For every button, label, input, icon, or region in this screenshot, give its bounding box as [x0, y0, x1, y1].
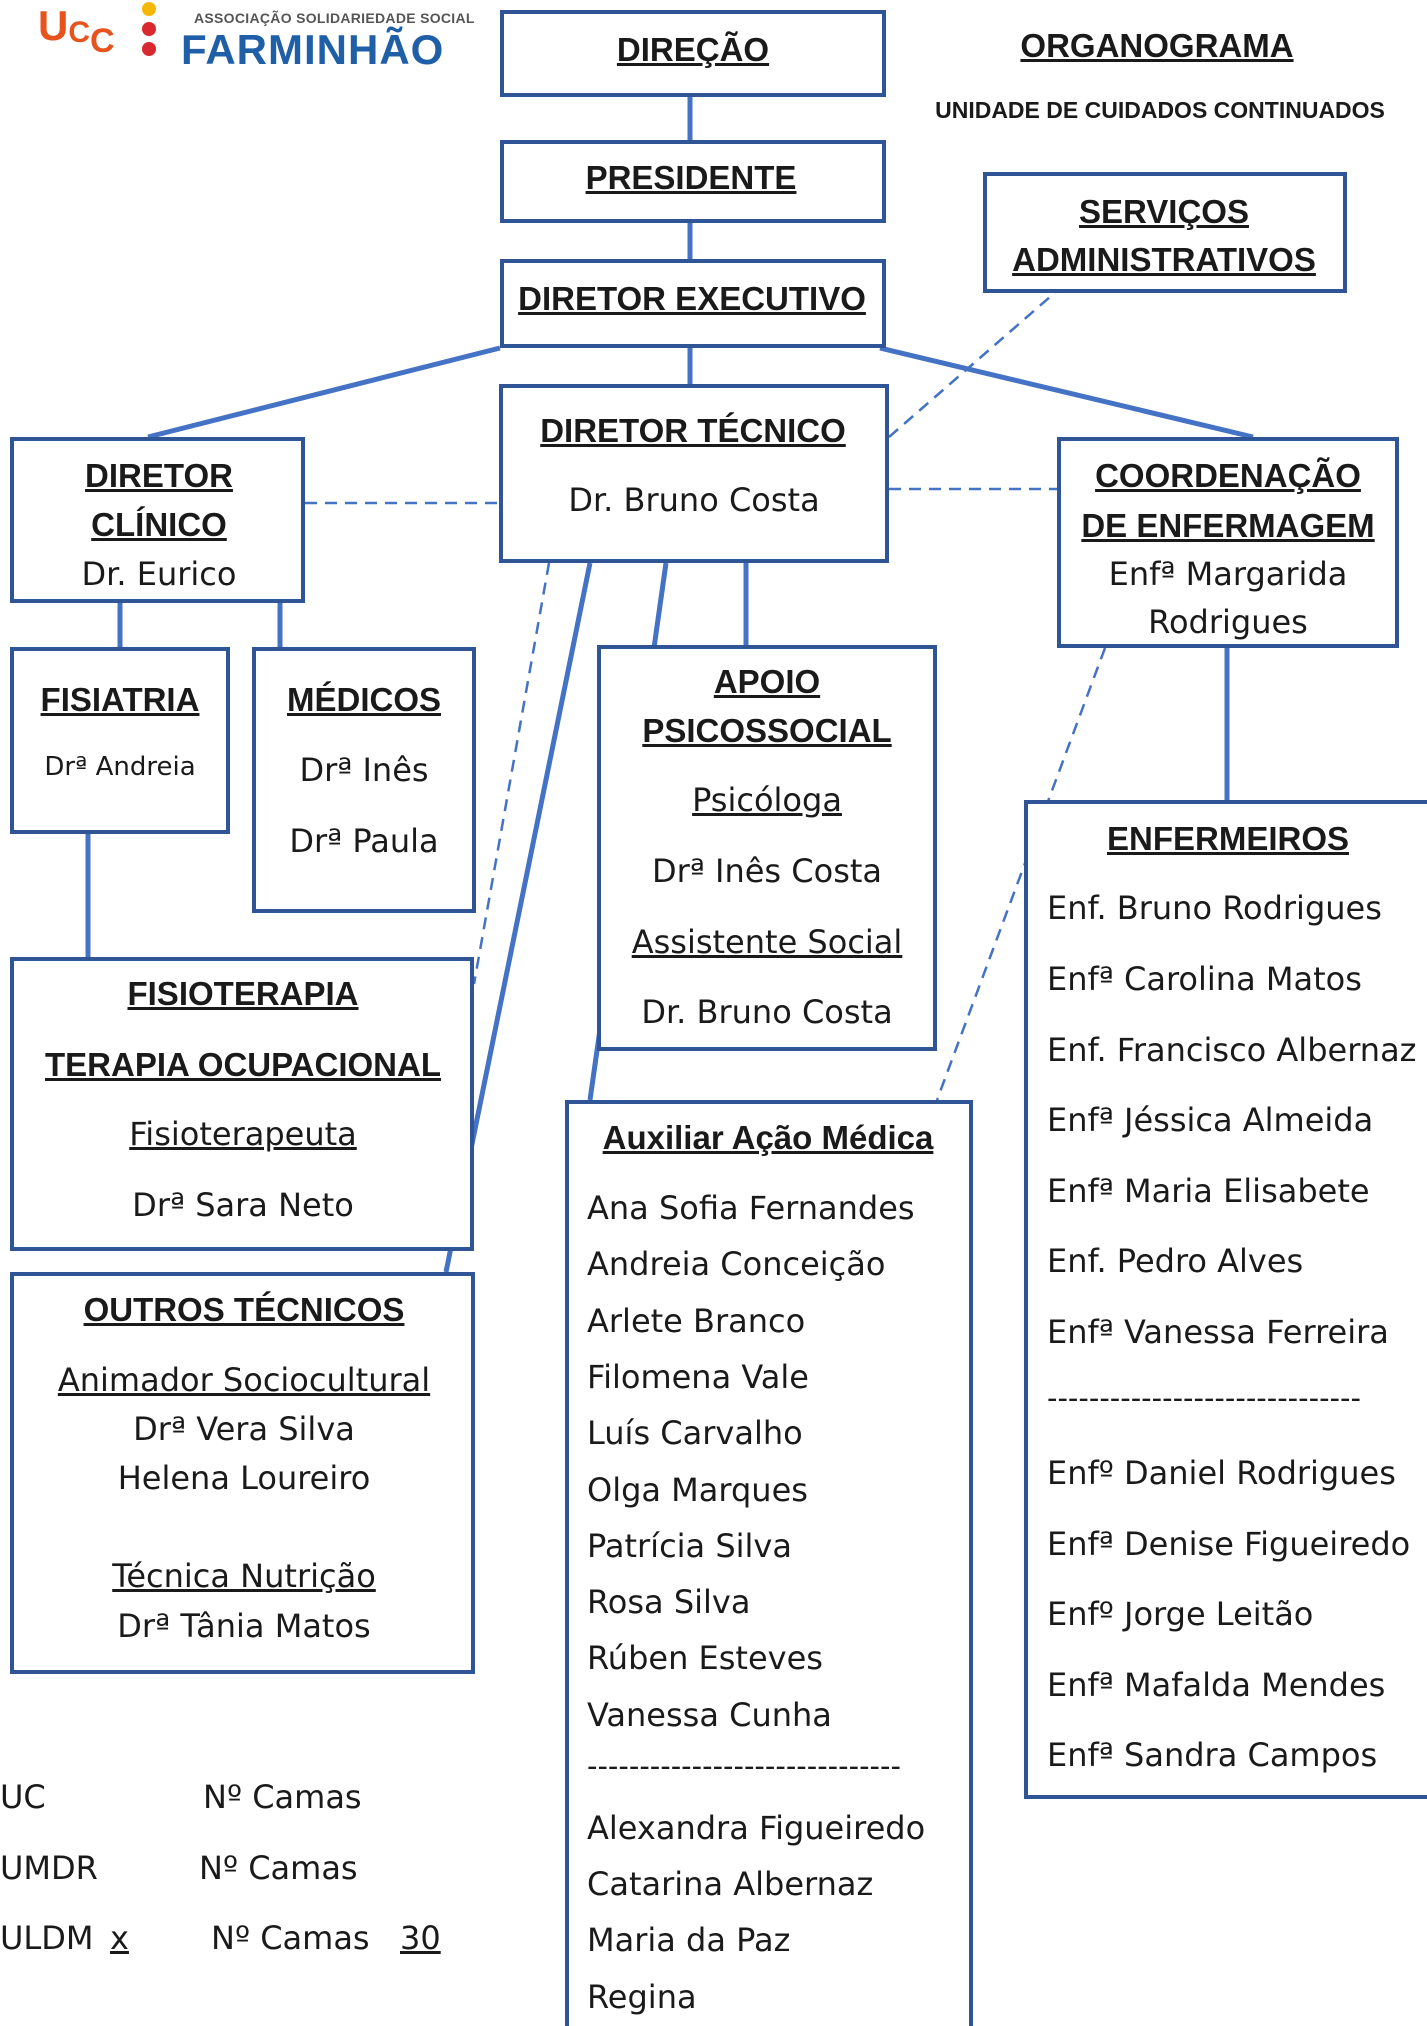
- page-title: ORGANOGRAMA: [1020, 27, 1294, 64]
- apoio-role-1: Psicóloga: [692, 781, 842, 819]
- camas-unit: UC: [0, 1778, 46, 1816]
- auxiliar-item: Rúben Esteves: [587, 1639, 823, 1677]
- auxiliar-item: Olga Marques: [587, 1471, 808, 1509]
- box-presidente: [500, 140, 886, 223]
- box-diretor-executivo: [500, 259, 886, 348]
- dash-tecnico-fisioterapia: [472, 562, 551, 985]
- enfermeiro-item: Enfº Jorge Leitão: [1047, 1595, 1314, 1633]
- dash-tecnico-admin: [888, 289, 1059, 438]
- outros-name-1: Drª Vera Silva: [133, 1410, 355, 1448]
- box-direcao: [500, 10, 886, 97]
- auxiliar-item: Patrícia Silva: [587, 1527, 792, 1565]
- logo-name: FARMINHÃO: [181, 26, 445, 73]
- camas-label: Nº Camas: [203, 1778, 362, 1816]
- enfermeiro-item: Enfº Daniel Rodrigues: [1047, 1454, 1396, 1492]
- enfermeiros-separator: ------------------------------: [1047, 1381, 1361, 1415]
- enfermeiro-item: Enfª Jéssica Almeida: [1047, 1101, 1374, 1139]
- fisioterapia-name: Drª Sara Neto: [132, 1186, 354, 1224]
- box-diretor-clinico: [10, 437, 305, 603]
- outros-tecnicos-title: OUTROS TÉCNICOS: [83, 1291, 405, 1328]
- box-servicos-administrativos: [983, 172, 1347, 293]
- apoio-title-line1: APOIO: [713, 663, 821, 700]
- outros-role-2: Técnica Nutrição: [112, 1557, 376, 1595]
- auxiliar-item: Catarina Albernaz: [587, 1865, 874, 1903]
- outros-name-2: Helena Loureiro: [117, 1459, 371, 1497]
- outros-name-3: Drª Tânia Matos: [117, 1607, 371, 1645]
- presidente-title: PRESIDENTE: [585, 159, 797, 196]
- logo-association: ASSOCIAÇÃO SOLIDARIEDADE SOCIAL: [194, 10, 475, 26]
- box-auxiliar-acao-medica: [565, 1100, 973, 2026]
- auxiliar-item: Arlete Branco: [587, 1302, 806, 1340]
- auxiliar-item: Regina: [587, 1978, 697, 2016]
- coordenacao-title-line2: DE ENFERMAGEM: [1081, 507, 1375, 544]
- fisiatria-title: FISIATRIA: [40, 681, 200, 718]
- apoio-name-2: Dr. Bruno Costa: [641, 993, 893, 1031]
- line-executivo-enfermagem: [879, 345, 1254, 440]
- auxiliar-item: Alexandra Figueiredo: [587, 1809, 926, 1847]
- camas-mark: x: [110, 1919, 129, 1957]
- enfermeiro-item: Enfª Maria Elisabete: [1047, 1172, 1370, 1210]
- medicos-name-2: Drª Paula: [289, 822, 439, 860]
- fisiatria-name: Drª Andreia: [44, 752, 196, 782]
- enfermeiro-item: Enfª Denise Figueiredo: [1047, 1525, 1411, 1563]
- servicos-title-line1: SERVIÇOS: [1079, 193, 1249, 230]
- fisioterapia-role: Fisioterapeuta: [129, 1115, 357, 1153]
- coordenacao-title-line1: COORDENAÇÃO: [1095, 457, 1361, 494]
- diretor-executivo-title: DIRETOR EXECUTIVO: [518, 280, 866, 317]
- auxiliar-item: Rosa Silva: [587, 1583, 751, 1621]
- box-coordenacao-enfermagem: [1057, 437, 1399, 648]
- apoio-name-1: Drª Inês Costa: [651, 852, 883, 890]
- auxiliar-item: Andreia Conceição: [587, 1245, 886, 1283]
- medicos-title: MÉDICOS: [286, 681, 442, 718]
- auxiliar-item: Filomena Vale: [587, 1358, 809, 1396]
- medicos-name-1: Drª Inês: [299, 751, 429, 789]
- enfermeiro-item: Enfª Vanessa Ferreira: [1047, 1313, 1389, 1351]
- enfermeiro-item: Enfª Mafalda Mendes: [1047, 1666, 1386, 1704]
- coordenacao-name-line2: Rodrigues: [1148, 603, 1308, 641]
- box-enfermeiros: [1024, 800, 1427, 1799]
- enfermeiro-item: Enfª Carolina Matos: [1047, 960, 1362, 998]
- camas-label: Nº Camas: [199, 1849, 358, 1887]
- page-subtitle: UNIDADE DE CUIDADOS CONTINUADOS: [935, 97, 1385, 123]
- auxiliar-item: Luís Carvalho: [587, 1414, 803, 1452]
- box-fisiatria: [10, 647, 230, 834]
- diretor-tecnico-name: Dr. Bruno Costa: [568, 481, 820, 519]
- apoio-title-line2: PSICOSSOCIAL: [642, 712, 892, 749]
- enfermeiro-item: Enfª Sandra Campos: [1047, 1736, 1378, 1774]
- logo-ucc: UCC: [38, 2, 115, 60]
- direcao-title: DIREÇÃO: [616, 31, 770, 68]
- auxiliar-item: Vanessa Cunha: [587, 1696, 832, 1734]
- outros-role-1: Animador Sociocultural: [57, 1361, 431, 1399]
- camas-value: 30: [400, 1919, 441, 1957]
- fisioterapia-title: FISIOTERAPIA: [127, 975, 359, 1012]
- enfermeiro-item: Enf. Francisco Albernaz: [1047, 1031, 1417, 1069]
- box-medicos: [252, 647, 476, 913]
- camas-unit: ULDM: [0, 1919, 94, 1957]
- servicos-title-line2: ADMINISTRATIVOS: [1012, 241, 1316, 278]
- apoio-role-2: Assistente Social: [631, 923, 903, 961]
- enfermeiros-title: ENFERMEIROS: [1106, 820, 1350, 857]
- coordenacao-name-line1: Enfª Margarida: [1108, 555, 1348, 593]
- diretor-clinico-name: Dr. Eurico: [81, 555, 237, 593]
- box-diretor-tecnico: [499, 384, 889, 563]
- box-fisioterapia: [10, 957, 474, 1251]
- enfermeiro-item: Enf. Pedro Alves: [1047, 1242, 1304, 1280]
- logo-dots: [140, 2, 160, 62]
- auxiliar-title: Auxiliar Ação Médica: [602, 1119, 934, 1156]
- auxiliar-item: Ana Sofia Fernandes: [587, 1189, 915, 1227]
- line-executivo-clinico: [147, 345, 501, 440]
- diretor-clinico-title-line2: CLÍNICO: [91, 506, 227, 543]
- diretor-tecnico-title: DIRETOR TÉCNICO: [540, 412, 846, 449]
- enfermeiro-item: Enf. Bruno Rodrigues: [1047, 889, 1382, 927]
- auxiliar-separator: ------------------------------: [587, 1749, 901, 1783]
- terapia-ocupacional-title: TERAPIA OCUPACIONAL: [45, 1046, 441, 1083]
- box-outros-tecnicos: [10, 1272, 475, 1674]
- auxiliar-item: Maria da Paz: [587, 1921, 791, 1959]
- box-apoio-psicossocial: [597, 645, 937, 1051]
- camas-label: Nº Camas: [211, 1919, 370, 1957]
- dash-enfermagem-auxiliar: [935, 647, 1107, 1101]
- diretor-clinico-title-line1: DIRETOR: [85, 457, 233, 494]
- camas-unit: UMDR: [0, 1849, 98, 1887]
